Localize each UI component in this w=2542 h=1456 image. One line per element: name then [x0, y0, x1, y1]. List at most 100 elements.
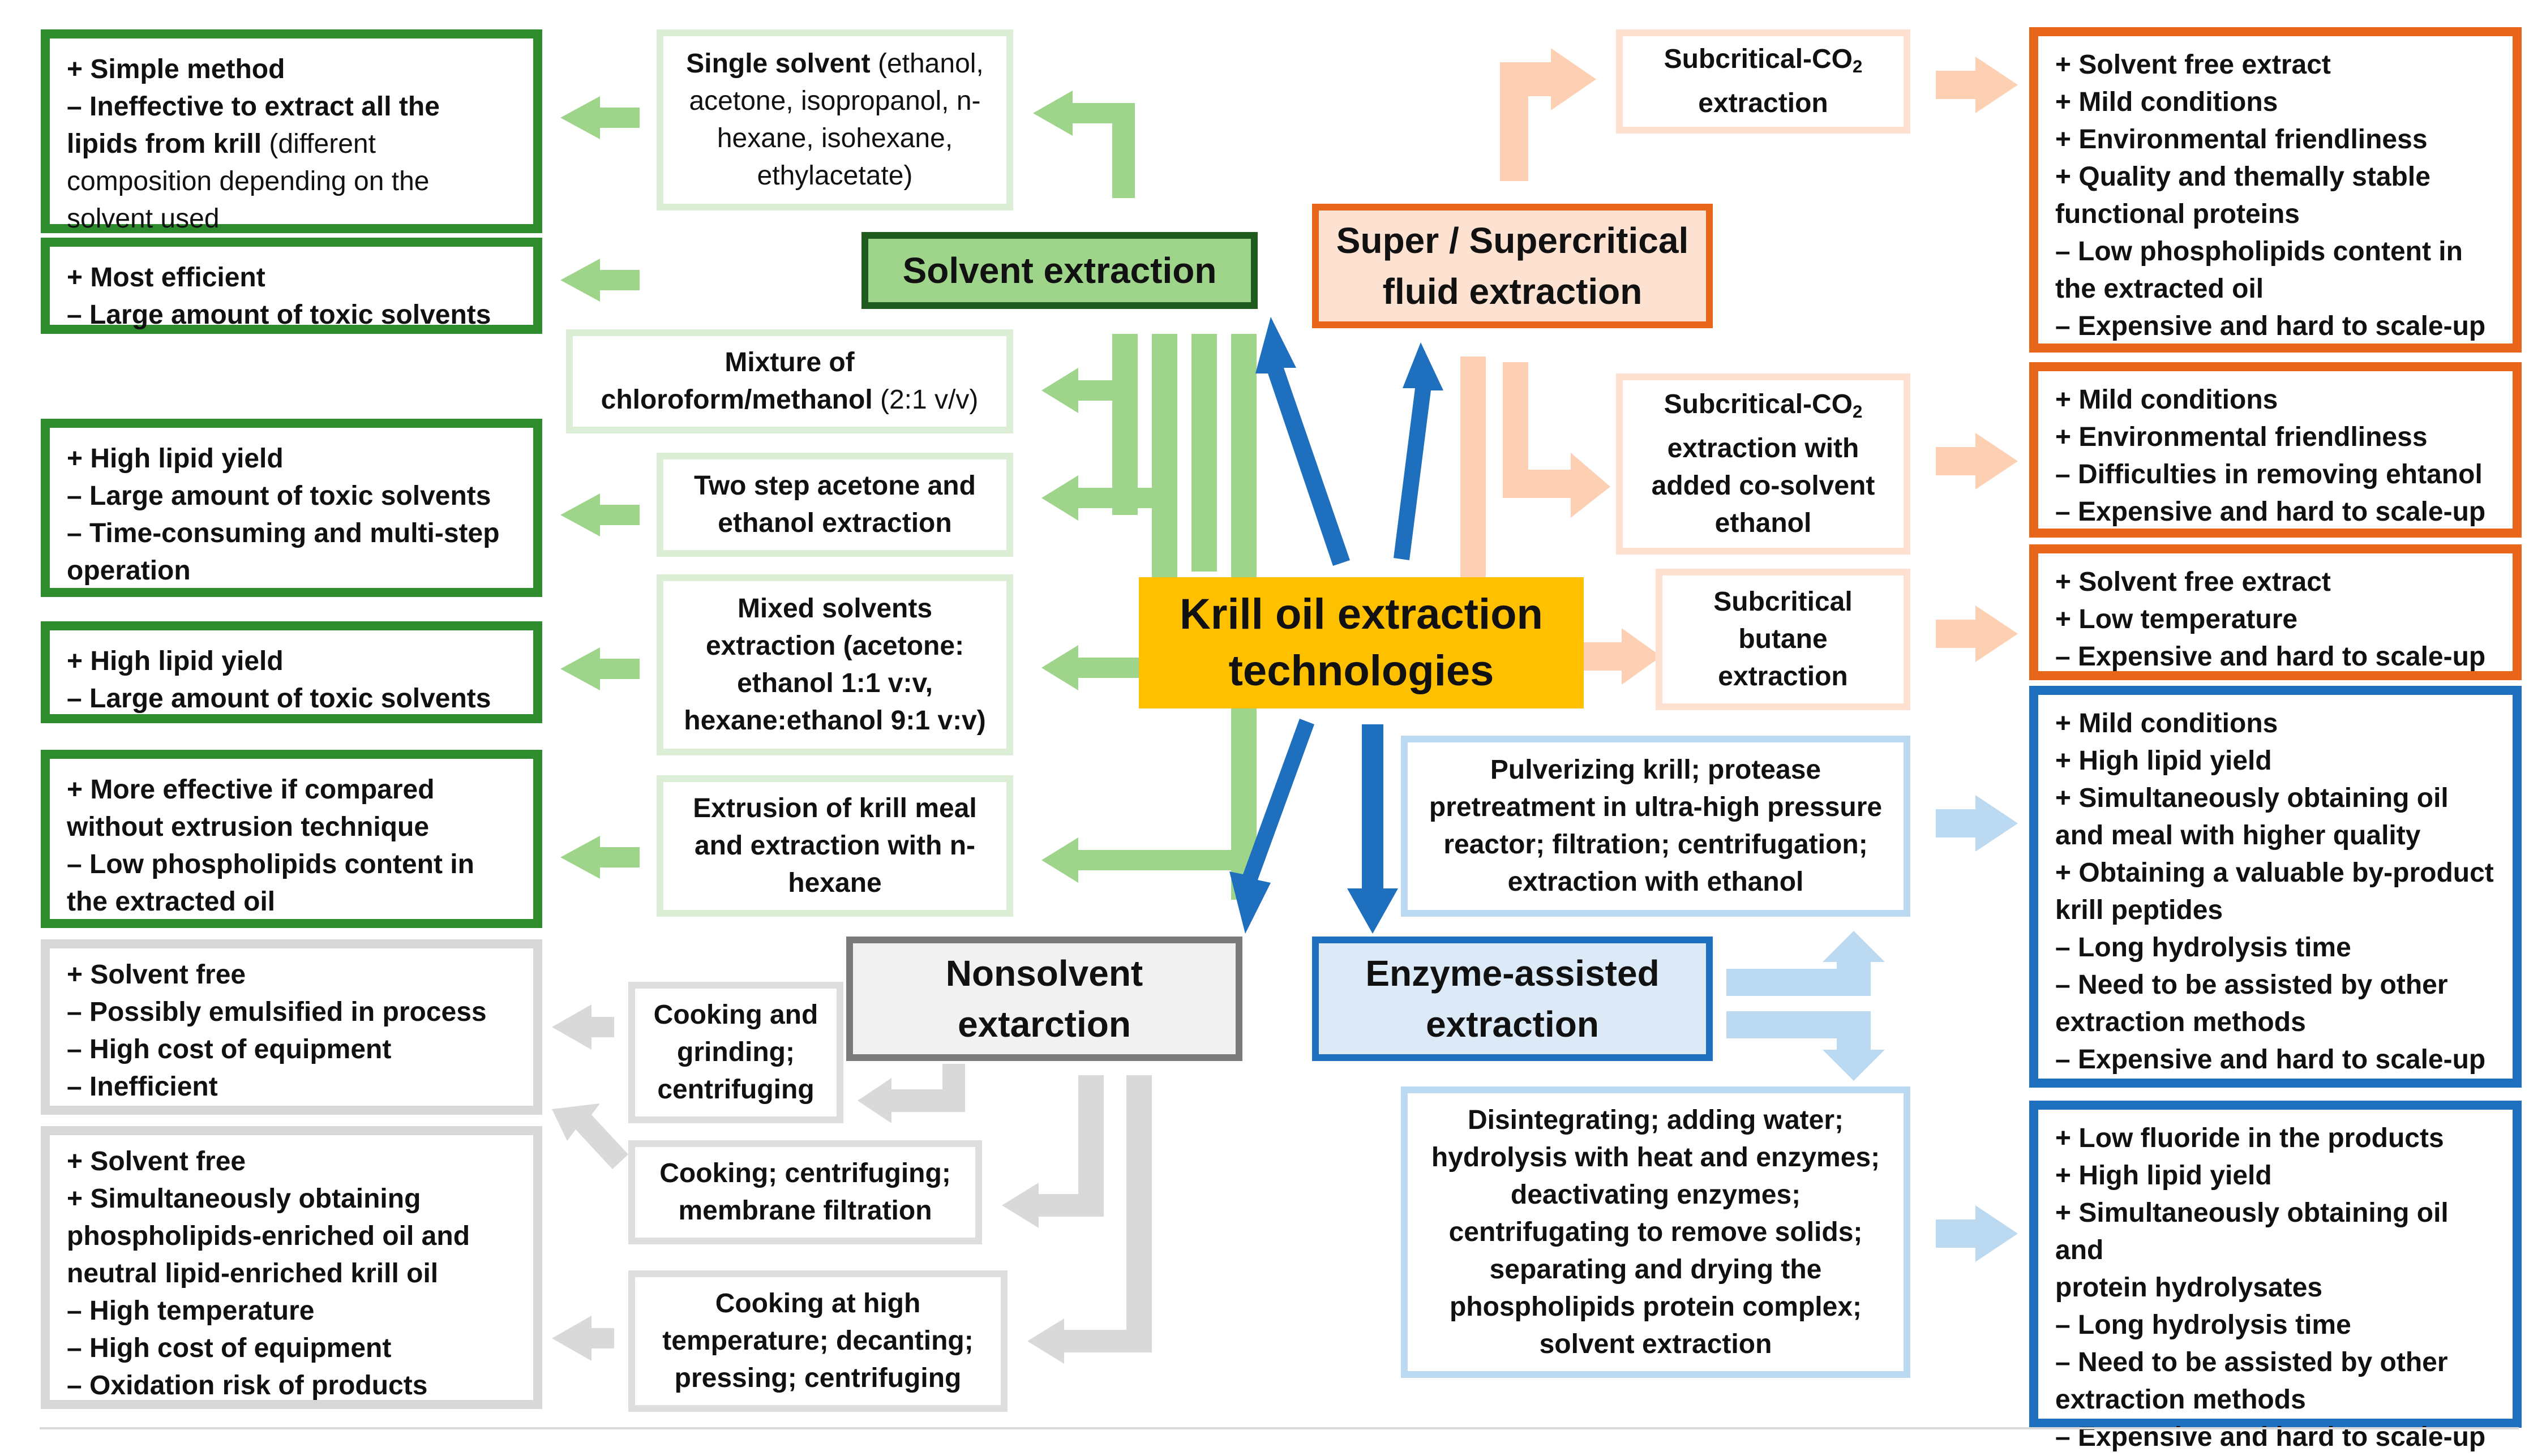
result-line: – Long hydrolysis time — [2055, 933, 2351, 963]
result-line: + Solvent free — [67, 1146, 246, 1176]
arrow-right-icon — [1936, 57, 2018, 113]
method-co2e-line1: Subcritical-CO — [1664, 389, 1853, 419]
method-chloroform-line1: Mixture of — [725, 347, 855, 377]
result-line: + Mild conditions — [2055, 87, 2278, 117]
method-mixed-line2: extraction (acetone: — [705, 631, 964, 661]
result-line: extraction methods — [2055, 1007, 2306, 1037]
super-arrows — [1460, 48, 2018, 685]
result-line: – Expensive and hard to scale-up — [2055, 1422, 2486, 1452]
method-co2e-sub: 2 — [1853, 401, 1863, 422]
center-title: Krill oil extraction technologies — [1139, 577, 1584, 708]
result-line: extraction methods — [2055, 1385, 2306, 1415]
result-line: + High lipid yield — [67, 444, 284, 474]
method-line: pressing; centrifuging — [674, 1363, 962, 1393]
result-line: + Solvent free extract — [2055, 567, 2331, 597]
method-subcritical-co2-ethanol: Subcritical-CO2 extraction with added co… — [1616, 373, 1910, 555]
result-line: composition depending on the — [67, 166, 430, 196]
arrow-right-icon — [1582, 628, 1661, 685]
method-butane-line1: Subcritical — [1713, 587, 1853, 617]
method-single-solvent-bold: Single solvent — [686, 49, 871, 79]
result-subcritical-butane: + Solvent free extract + Low temperature… — [2029, 544, 2522, 680]
arrow-elbow-icon — [1027, 1075, 1152, 1364]
result-line: + More effective if compared — [67, 775, 435, 805]
result-pulverizing-krill: + Mild conditions + High lipid yield + S… — [2029, 686, 2522, 1088]
method-chloroform-line2-rest: (2:1 v/v) — [872, 385, 979, 415]
result-line: – Need to be assisted by other — [2055, 970, 2448, 1000]
result-line: – Expensive and hard to scale-up — [2055, 311, 2486, 341]
result-line: – High cost of equipment — [67, 1034, 392, 1064]
result-line: + High lipid yield — [2055, 1161, 2272, 1191]
result-line: krill peptides — [2055, 895, 2223, 925]
method-mixed-line1: Mixed solvents — [737, 594, 933, 624]
result-line: – Difficulties in removing ehtanol — [2055, 459, 2483, 489]
result-line: – Ineffective to extract all the — [67, 92, 440, 122]
result-line: + High lipid yield — [2055, 746, 2272, 776]
result-two-step: + High lipid yield – Large amount of tox… — [41, 419, 542, 597]
method-line: temperature; decanting; — [662, 1326, 974, 1356]
result-mixed-solvents: + High lipid yield – Large amount of tox… — [41, 621, 542, 723]
method-line: separating and drying the — [1489, 1254, 1822, 1285]
result-line: phospholipids-enriched oil and — [67, 1221, 470, 1251]
method-extrusion: Extrusion of krill meal and extraction w… — [657, 775, 1013, 917]
result-line: without extrusion technique — [67, 812, 430, 842]
result-line: – Expensive and hard to scale-up — [2055, 497, 2486, 527]
arrow-right-icon — [1936, 605, 2018, 662]
result-line: – Expensive and hard to scale-up — [2055, 1045, 2486, 1075]
arrow-left-icon — [560, 836, 640, 879]
result-chloroform-methanol: + Most efficient – Large amount of toxic… — [41, 238, 542, 334]
method-line: deactivating enzymes; — [1510, 1179, 1801, 1210]
result-line: + Environmental friendliness — [2055, 124, 2428, 154]
method-line: centrifuging — [657, 1075, 815, 1105]
method-line: Pulverizing krill; protease — [1490, 755, 1821, 785]
supercritical-extraction-header: Super / Supercritical fluid extraction — [1312, 204, 1713, 328]
method-mixed-line4: hexane:ethanol 9:1 v:v) — [684, 706, 986, 736]
result-line: + Mild conditions — [2055, 708, 2278, 738]
method-chloroform-line2-bold: chloroform/methanol — [601, 385, 873, 415]
arrow-down-icon — [1726, 1011, 1885, 1081]
result-line: + Simultaneously obtaining — [67, 1184, 421, 1214]
nonsolvent-header-line1: Nonsolvent — [945, 953, 1143, 994]
method-two-step-line1: Two step acetone and — [694, 471, 976, 501]
result-line: the extracted oil — [67, 887, 276, 917]
method-co2-line1: Subcritical-CO — [1664, 44, 1853, 74]
method-line: extraction with ethanol — [1507, 867, 1804, 897]
method-single-solvent: Single solvent (ethanol, acetone, isopro… — [657, 29, 1013, 211]
result-line: functional proteins — [2055, 199, 2300, 229]
method-subcritical-co2: Subcritical-CO2 extraction — [1616, 29, 1910, 134]
method-line: pretreatment in ultra-high pressure — [1429, 792, 1883, 822]
center-title-line2: technologies — [1228, 647, 1494, 695]
method-line: phospholipids protein complex; — [1449, 1291, 1862, 1322]
result-line: protein hydrolysates — [2055, 1273, 2323, 1303]
method-single-solvent-rest: (ethanol, acetone, isopropanol, n-hexane… — [689, 49, 984, 191]
result-line: – Possibly emulsified in process — [67, 997, 487, 1027]
result-line: operation — [67, 556, 191, 586]
method-line: Cooking; centrifuging; — [659, 1158, 951, 1188]
arrow-left-icon — [560, 647, 640, 690]
solvent-header-label: Solvent extraction — [902, 250, 1217, 291]
arrow-left-icon — [560, 96, 640, 139]
result-line: neutral lipid-enriched krill oil — [67, 1259, 439, 1289]
result-line: solvent used — [67, 204, 220, 234]
method-line: reactor; filtration; centrifugation; — [1443, 830, 1868, 860]
super-header-line1: Super / Supercritical — [1336, 220, 1689, 261]
method-co2e-line2: extraction with — [1667, 433, 1859, 464]
result-line: – Low phospholipids content in — [2055, 237, 2463, 267]
method-butane-line3: extraction — [1718, 662, 1848, 692]
method-co2e-line4: ethanol — [1714, 508, 1812, 539]
result-line: – High temperature — [67, 1296, 315, 1326]
method-line: hydrolysis with heat and enzymes; — [1431, 1142, 1880, 1172]
result-line: – Need to be assisted by other — [2055, 1347, 2448, 1377]
method-line: Cooking and — [653, 1000, 818, 1030]
result-line: – High cost of equipment — [67, 1333, 392, 1363]
method-chloroform-methanol: Mixture of chloroform/methanol (2:1 v/v) — [566, 329, 1013, 433]
result-single-solvent: + Simple method – Ineffective to extract… — [41, 29, 542, 234]
result-line: – Inefficient — [67, 1072, 218, 1102]
result-line: + High lipid yield — [67, 646, 284, 676]
result-line: + Mild conditions — [2055, 385, 2278, 415]
arrow-left-icon — [560, 493, 640, 536]
arrow-upleft-icon — [552, 1103, 628, 1169]
result-line: – Large amount of toxic solvents — [67, 481, 491, 511]
result-line: + Low temperature — [2055, 604, 2298, 634]
arrow-left-icon — [1041, 837, 1231, 883]
